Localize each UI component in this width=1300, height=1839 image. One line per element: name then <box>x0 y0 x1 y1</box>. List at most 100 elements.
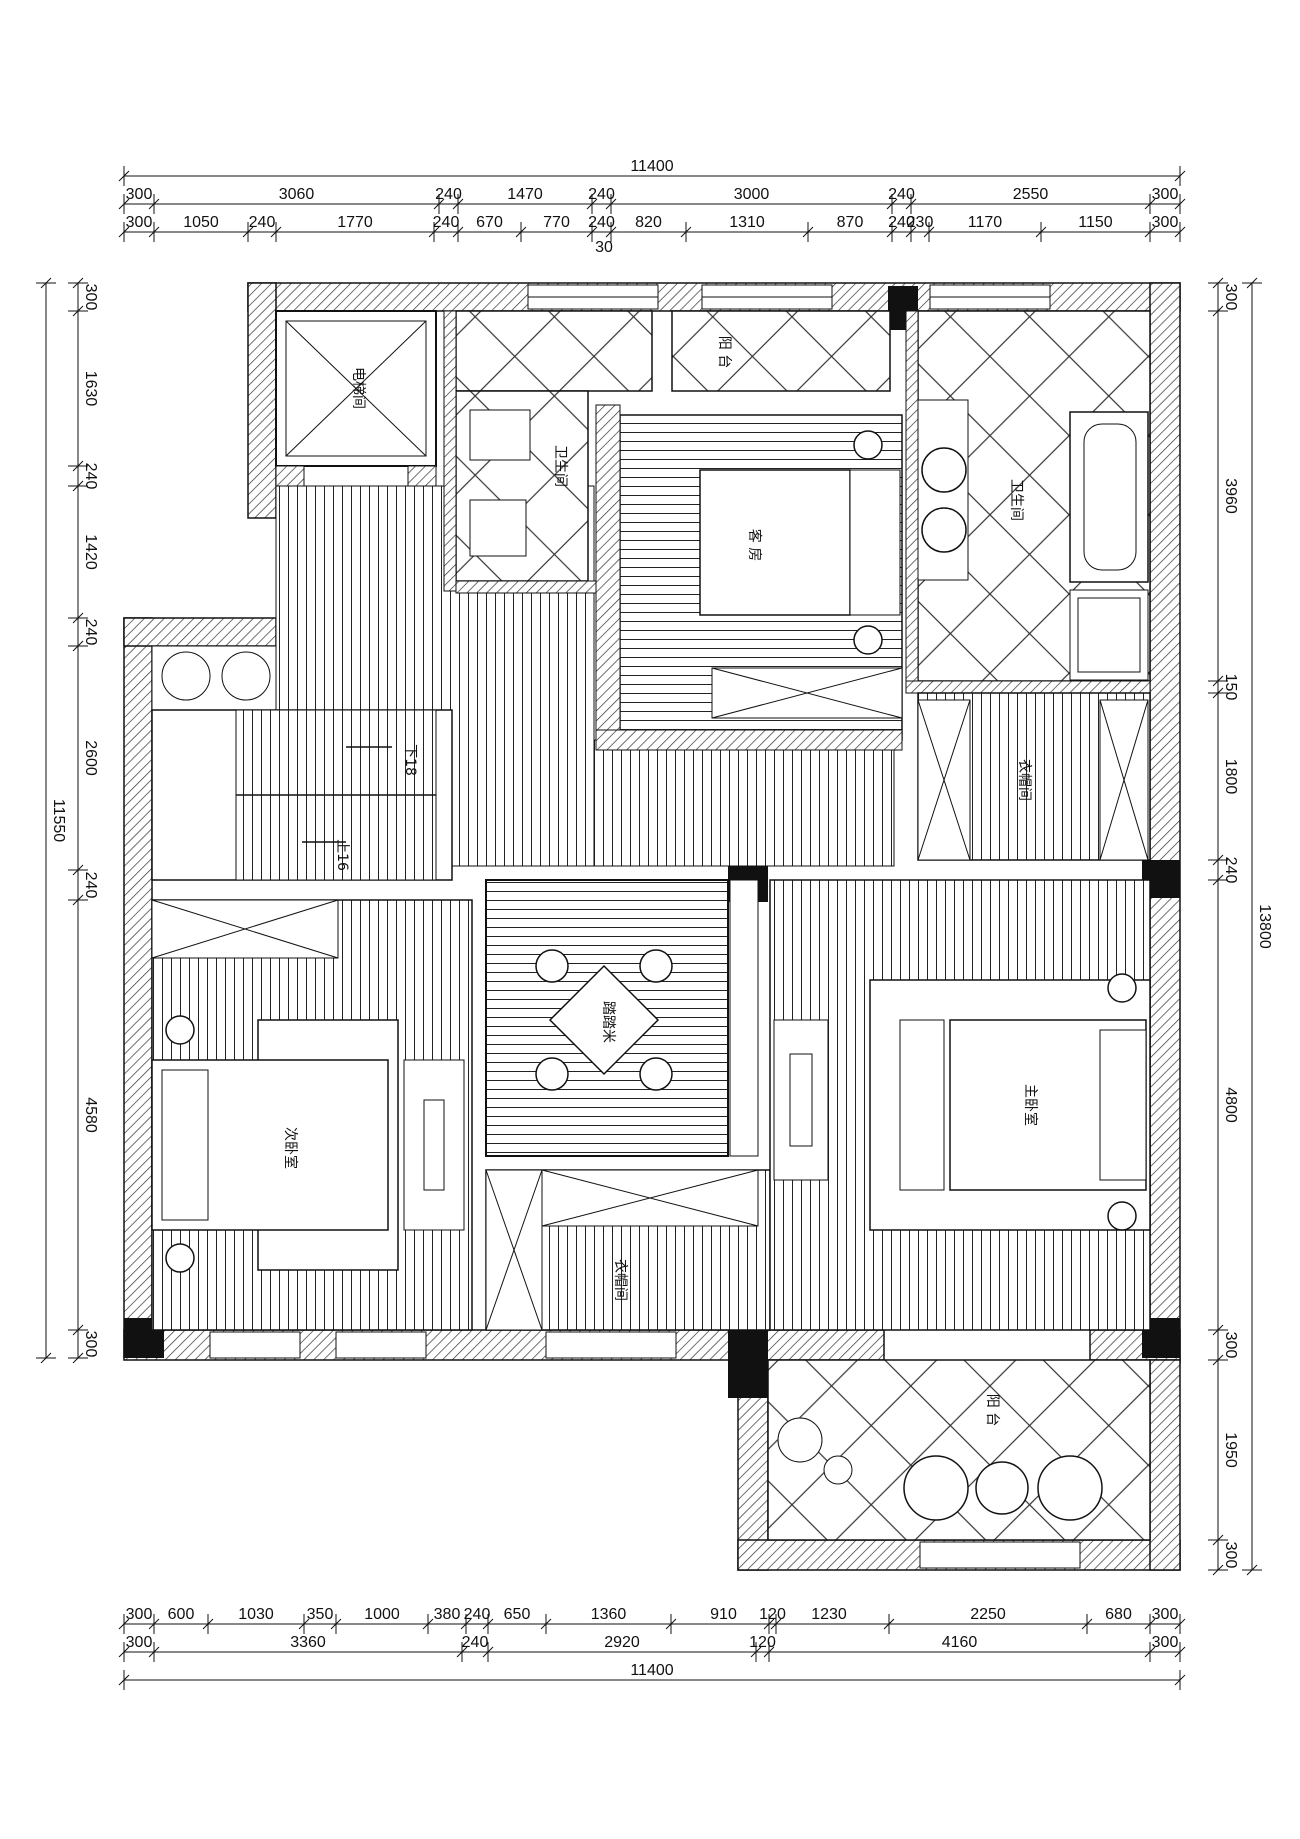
dim-bottom-row1-label: 120 <box>759 1606 786 1623</box>
dim-left-total-tick-mark <box>40 277 52 289</box>
dim-top-row2-tick-mark <box>905 226 917 238</box>
dim-top-row2-label: 230 <box>907 214 934 231</box>
room-labels: 电梯间 卫生间 阳 台 客 房 卫生间 衣帽间 下18 上16 踏踏米 次卧室 … <box>282 336 1039 1426</box>
dim-right-segments-label: 1950 <box>1222 1432 1239 1468</box>
dim-top-row2-label: 870 <box>837 214 864 231</box>
dim-bottom-row2-tick-mark <box>750 1646 762 1658</box>
dim-bottom-total-tick-mark <box>118 1674 130 1686</box>
dim-right-segments-label: 300 <box>1222 1332 1239 1359</box>
dim-top-row1-label: 300 <box>126 186 153 203</box>
dim-top-row2-tick-mark <box>118 226 130 238</box>
dim-top-row2-label: 1170 <box>968 214 1003 231</box>
dim-bottom-row1-label: 380 <box>434 1606 461 1623</box>
dim-top-row1-label: 240 <box>588 186 615 203</box>
dim-bottom-row1-label: 300 <box>1152 1606 1179 1623</box>
label-second-bedroom: 次卧室 <box>282 1127 299 1169</box>
dim-top-row1-label: 2550 <box>1013 186 1049 203</box>
dim-bottom-row1-label: 1230 <box>811 1606 847 1623</box>
dim-left-segments-tick-mark <box>72 864 84 876</box>
label-closet-right: 衣帽间 <box>1016 759 1032 801</box>
dim-top-row2-label: 240 <box>249 214 276 231</box>
dim-top-row2-label: 240 <box>433 214 460 231</box>
dim-top-row1-tick-mark <box>605 198 617 210</box>
dim-right-total-tick-mark <box>1246 1564 1258 1576</box>
dim-bottom-row1-tick-mark <box>482 1618 494 1630</box>
dim-top-row2-tick-mark <box>515 226 527 238</box>
dim-right-segments-label: 300 <box>1222 284 1239 311</box>
dim-top-row1-tick-mark <box>1144 198 1156 210</box>
dim-bottom-row1-tick-mark <box>202 1618 214 1630</box>
dim-right-segments-tick-mark <box>1212 277 1224 289</box>
dim-top-row2-label: 1310 <box>729 214 765 231</box>
dim-top-row2-label: 670 <box>476 214 503 231</box>
dim-bottom-row1-label: 1360 <box>591 1606 627 1623</box>
sitting-room <box>485 879 759 1157</box>
label-closet-bottom: 衣帽间 <box>612 1259 628 1301</box>
label-master-bedroom: 主卧室 <box>1022 1084 1039 1126</box>
dim-right-segments-tick-mark <box>1212 687 1224 699</box>
dim-bottom-row2-tick-mark <box>118 1646 130 1658</box>
label-bath-left: 卫生间 <box>552 445 568 487</box>
dim-bottom-total-label: 11400 <box>630 1662 673 1679</box>
label-sitting-room: 踏踏米 <box>600 1001 616 1043</box>
dim-top-row1-label: 1470 <box>507 186 543 203</box>
dim-top-row1-label: 3000 <box>734 186 770 203</box>
dim-top-row2-label: 240 <box>888 214 915 231</box>
dim-top-total-label: 11400 <box>630 158 673 175</box>
dim-top-row1-label: 3060 <box>279 186 315 203</box>
dim-left-segments-tick-mark <box>72 305 84 317</box>
structural-columns <box>124 286 1180 1398</box>
dim-top-row2-label: 770 <box>543 214 570 231</box>
dim-bottom-row1-tick-mark <box>1174 1618 1186 1630</box>
dim-top-row2-tick-mark <box>886 226 898 238</box>
dim-left-segments-tick-mark <box>72 1352 84 1364</box>
dim-right-total-tick-mark <box>1246 277 1258 289</box>
dim-bottom-row1-label: 240 <box>464 1606 491 1623</box>
dim-bottom-row2-tick-mark <box>482 1646 494 1658</box>
dim-left-segments-tick-mark <box>72 460 84 472</box>
dim-top-row2-tick-mark <box>586 226 598 238</box>
dim-bottom-row1-tick-mark <box>1081 1618 1093 1630</box>
label-balcony-top: 阳 台 <box>716 336 732 368</box>
dim-right-segments-label: 4800 <box>1222 1087 1239 1123</box>
dim-bottom-row1-tick-mark <box>665 1618 677 1630</box>
dim-top-row2-tick-mark <box>242 226 254 238</box>
dim-right-segments-tick-mark <box>1212 1324 1224 1336</box>
dim-left-total-label: 11550 <box>50 799 67 842</box>
dim-bottom-row2-tick-mark <box>456 1646 468 1658</box>
dim-top-row2-tick-mark <box>270 226 282 238</box>
dim-top-row2-tick-mark <box>148 226 160 238</box>
dim-top-row2-tick-mark <box>802 226 814 238</box>
dim-bottom-row1-tick-mark <box>422 1618 434 1630</box>
dim-top-total-tick-mark <box>1174 170 1186 182</box>
dim-top-row2-tick-mark <box>452 226 464 238</box>
dim-top-row2-label: 1150 <box>1078 214 1113 231</box>
dim-left-segments-label: 2600 <box>82 740 99 776</box>
dim-bottom-row1-tick-mark <box>883 1618 895 1630</box>
dim-bottom-row1-label: 350 <box>307 1606 334 1623</box>
guest-room <box>595 404 903 751</box>
dim-left-segments-label: 240 <box>82 463 99 490</box>
dim-left-segments-label: 240 <box>82 619 99 646</box>
dim-top-row2-tick-mark <box>1174 226 1186 238</box>
dim-top-row1-tick-mark <box>905 198 917 210</box>
label-bath-right: 卫生间 <box>1008 479 1024 521</box>
dim-bottom-row2-tick-mark <box>148 1646 160 1658</box>
dim-top-row2-label: 820 <box>635 214 662 231</box>
dim-top-row2-label: 1050 <box>183 214 219 231</box>
dim-top-row2-label: 300 <box>1152 214 1179 231</box>
dim-bottom-row2-label: 4160 <box>942 1634 978 1651</box>
dim-bottom-row1-label: 1000 <box>364 1606 400 1623</box>
dim-bottom-row2-label: 300 <box>1152 1634 1179 1651</box>
dim-top-row2-tick-mark <box>680 226 692 238</box>
dim-left-segments-label: 1630 <box>82 371 99 407</box>
dim-top-row1-tick-mark <box>433 198 445 210</box>
dim-top-row1-tick-mark <box>886 198 898 210</box>
dim-bottom-row2-tick-mark <box>1174 1646 1186 1658</box>
bottom-closet <box>485 1169 771 1331</box>
dim-top-row1-label: 240 <box>888 186 915 203</box>
dim-bottom-row2-label: 3360 <box>290 1634 326 1651</box>
right-closet <box>917 692 1151 861</box>
dim-bottom-row1-tick-mark <box>148 1618 160 1630</box>
dim-left-segments-label: 1420 <box>82 534 99 570</box>
